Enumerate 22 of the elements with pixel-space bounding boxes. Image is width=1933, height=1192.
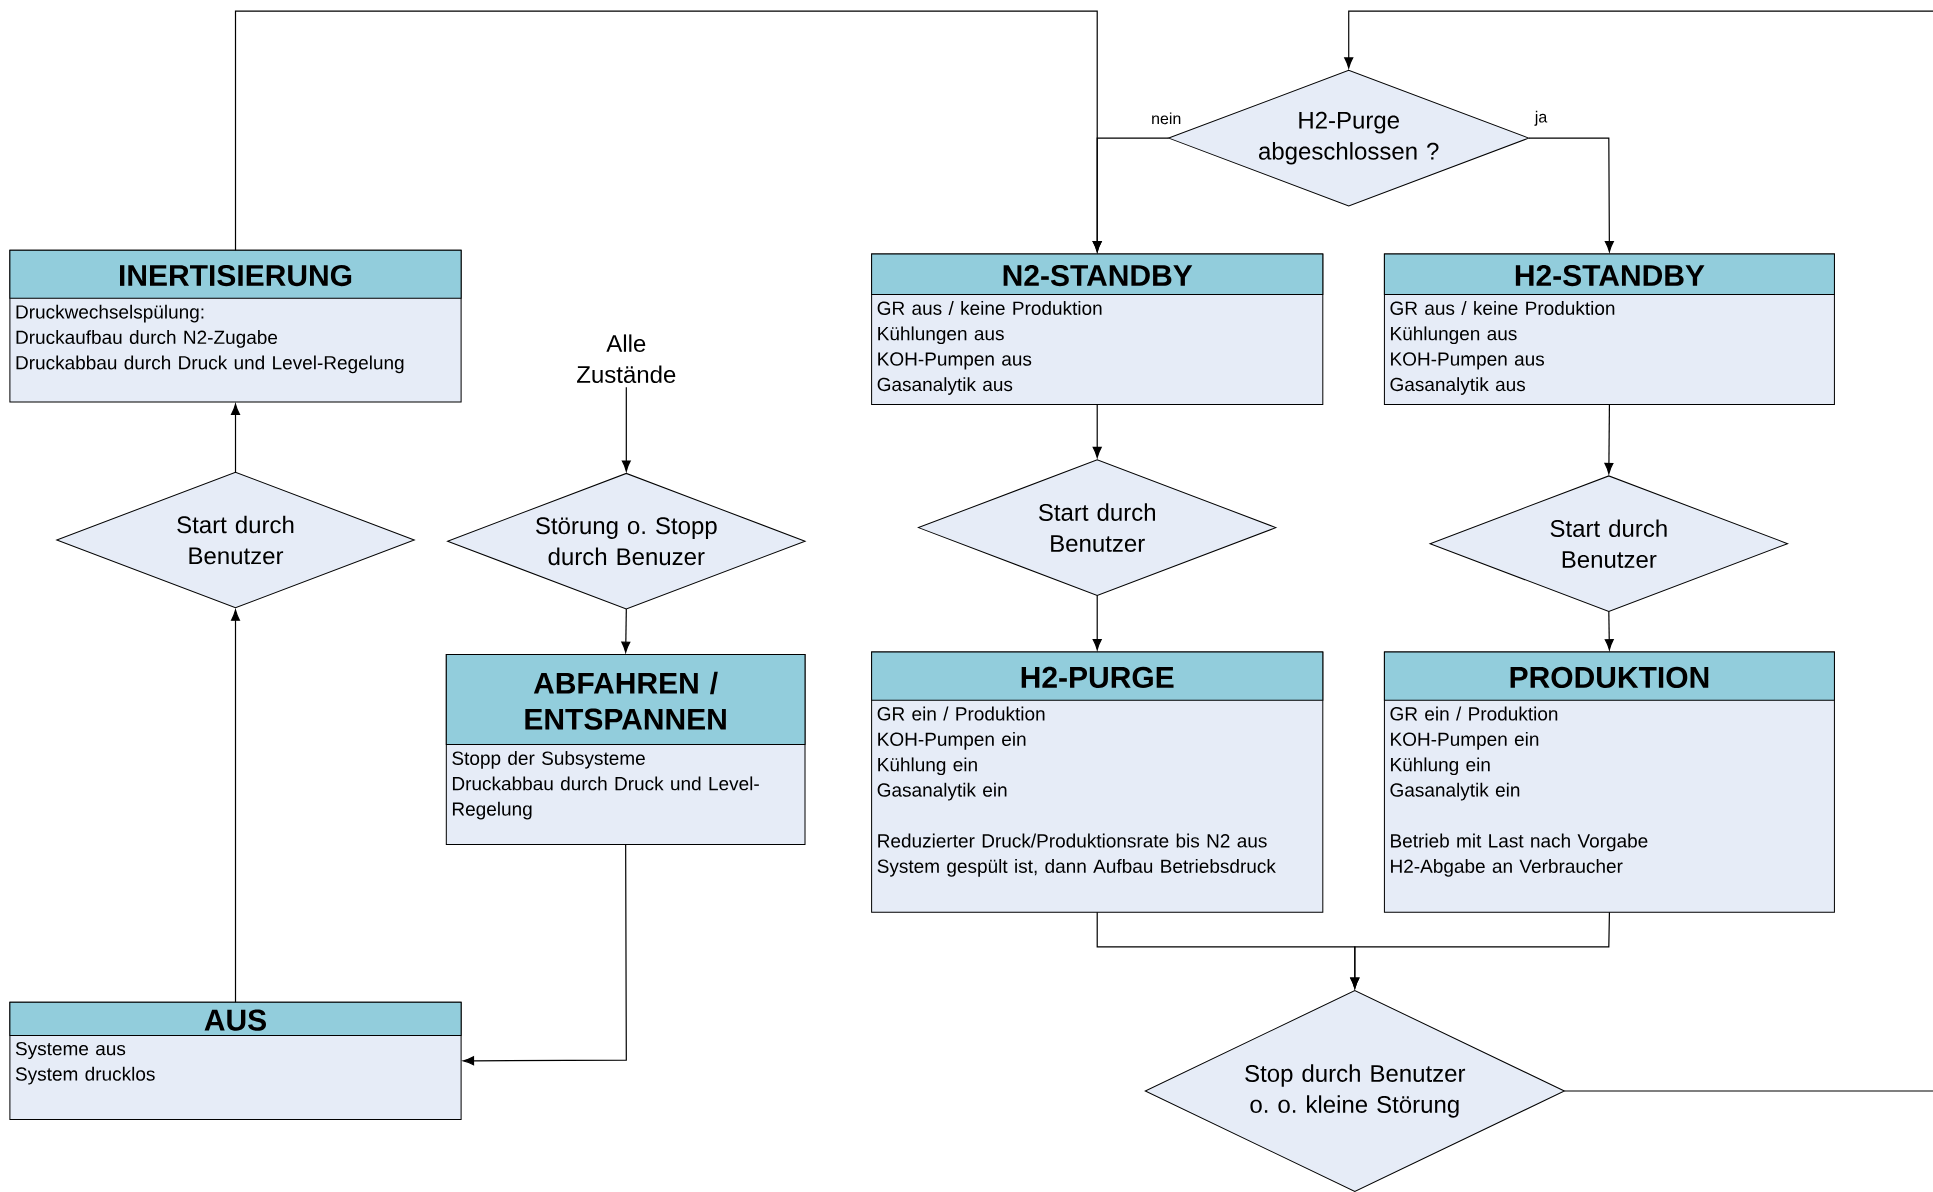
arrow <box>621 386 631 472</box>
edge-label: ja <box>1533 109 1549 127</box>
state-box: H2-STANDBY GR aus / keine Produktion Kühlungen aus KOH-Pumpen aus Gasanalytik aus <box>1383 253 1835 405</box>
arrow <box>1604 610 1614 651</box>
arrow <box>1092 137 1170 253</box>
arrow <box>1528 137 1614 253</box>
state-box: H2-PURGE GR ein / Produktion KOH-Pumpen ein Kühlung ein Gasanalytik ein Reduzierter Druck/Produktionsrate bis N2 aus System gespült ist, dann Aufbau Betriebsdruck <box>871 651 1324 913</box>
arrow <box>462 843 627 1066</box>
arrow <box>1092 403 1102 458</box>
arrow <box>1350 911 1610 989</box>
arrow <box>1344 10 1933 69</box>
state-box: AUS Systeme aus System drucklos <box>9 1001 462 1120</box>
arrow <box>1604 403 1614 475</box>
state-box: PRODUKTION GR ein / Produktion KOH-Pumpen ein Kühlung ein Gasanalytik ein Betrieb mit Last nach Vorgabe H2-Abgabe an Verbraucher <box>1383 651 1835 913</box>
state-box: ABFAHREN / ENTSPANNEN Stopp der Subsysteme Druckabbau durch Druck und Level-Regelung <box>445 654 806 845</box>
arrow <box>621 608 631 653</box>
text-label: Alle Zustände <box>577 334 676 383</box>
arrow <box>1092 594 1102 651</box>
state-box: N2-STANDBY GR aus / keine Produktion Kühlungen aus KOH-Pumpen aus Gasanalytik aus <box>871 253 1324 405</box>
arrow <box>230 403 241 473</box>
arrow <box>230 609 241 1003</box>
state-box: INERTISIERUNG Druckwechselspülung: Druckaufbau durch N2-Zugabe Druckabbau durch Druck und Level-Regelung <box>9 249 462 403</box>
